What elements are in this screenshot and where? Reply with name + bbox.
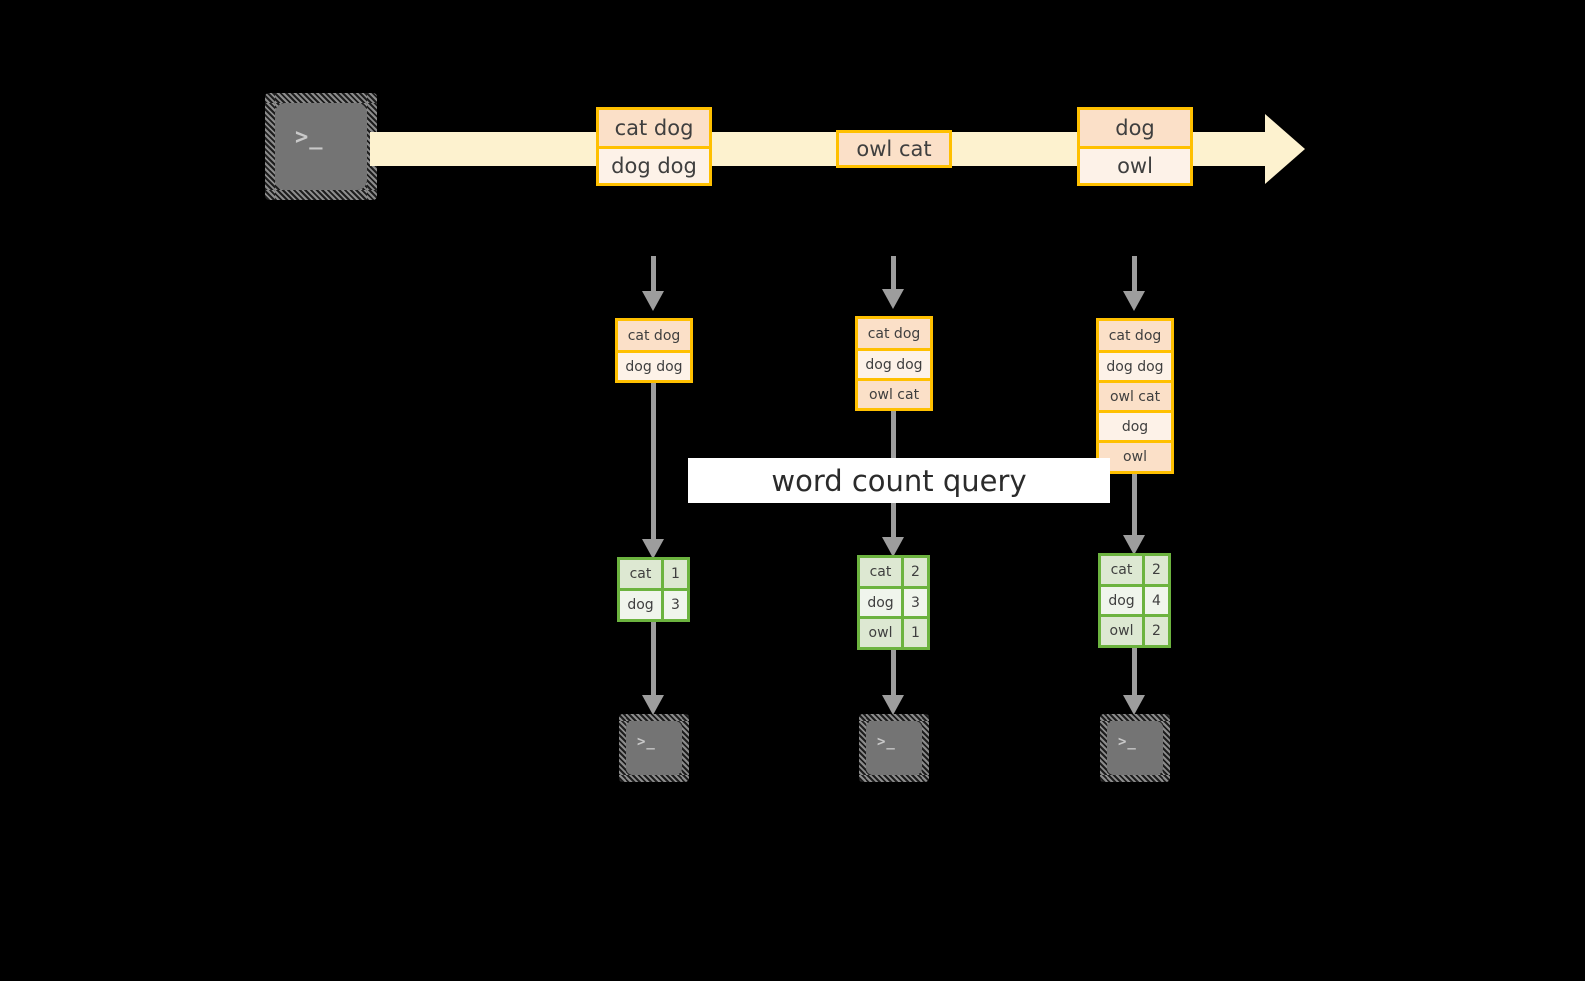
stage-1-result-count-0: 1	[664, 560, 687, 588]
stage-1-result-count-1: 3	[664, 591, 687, 619]
stream-batch-1-row-0: cat dog	[599, 110, 709, 146]
stream-batch-2-row-0: owl cat	[839, 133, 949, 165]
stage-1-accumulated-row-0: cat dog	[618, 321, 690, 350]
stage-2-result-word-1: dog	[860, 588, 904, 617]
stage-2-accumulated-row-1: dog dog	[858, 348, 930, 378]
stage-3-result-row-1: dog 4	[1101, 583, 1168, 615]
consumer-terminal-2[interactable]: >_	[859, 714, 929, 782]
stage-3-accumulated-row-2: owl cat	[1099, 380, 1171, 410]
producer-terminal[interactable]: >_	[265, 93, 377, 200]
stage-1-query-arrow-shaft	[651, 383, 656, 539]
stage-1-query-arrow-head	[642, 539, 664, 559]
stage-2-query-arrow-head	[882, 537, 904, 557]
terminal-screen	[275, 103, 367, 190]
stage-2-accumulated-row-0: cat dog	[858, 319, 930, 348]
stage-1-accumulated-messages[interactable]: cat dog dog dog	[615, 318, 693, 383]
stage-2-result-row-1: dog 3	[860, 585, 927, 617]
stage-2-accumulated-messages[interactable]: cat dog dog dog owl cat	[855, 316, 933, 411]
terminal-screen	[626, 721, 682, 775]
word-count-query-label-text: word count query	[771, 463, 1027, 498]
stage-2-sink-arrow-shaft	[891, 650, 896, 695]
stage-1-result-word-1: dog	[620, 591, 664, 619]
stream-batch-3[interactable]: dog owl	[1077, 107, 1193, 186]
stage-3-tap-arrow-shaft	[1132, 256, 1137, 291]
stage-1-accumulated-row-1: dog dog	[618, 350, 690, 380]
word-count-query-label: word count query	[688, 458, 1110, 503]
consumer-terminal-1[interactable]: >_	[619, 714, 689, 782]
stage-3-result-word-0: cat	[1101, 556, 1145, 584]
stage-3-result-table[interactable]: cat 2 dog 4 owl 2	[1098, 553, 1171, 648]
stage-1-result-table[interactable]: cat 1 dog 3	[617, 557, 690, 622]
stage-2-tap-arrow-shaft	[891, 256, 896, 289]
stage-3-result-word-1: dog	[1101, 586, 1145, 615]
stage-3-result-row-2: owl 2	[1101, 614, 1168, 646]
stage-1-tap-arrow-shaft	[651, 256, 656, 291]
stage-2-tap-arrow-head	[882, 289, 904, 309]
stage-3-sink-arrow-shaft	[1132, 648, 1137, 695]
stage-2-accumulated-row-2: owl cat	[858, 378, 930, 408]
terminal-screen	[866, 721, 922, 775]
stage-3-sink-arrow-head	[1123, 695, 1145, 715]
stage-3-result-count-2: 2	[1145, 617, 1168, 646]
stage-2-result-count-2: 1	[904, 619, 927, 648]
stage-2-result-row-0: cat 2	[860, 558, 927, 586]
terminal-prompt-glyph: >_	[1118, 734, 1137, 750]
stream-batch-3-row-1: owl	[1080, 146, 1190, 183]
stage-1-result-row-0: cat 1	[620, 560, 687, 588]
terminal-prompt-glyph: >_	[295, 125, 324, 150]
stream-batch-2[interactable]: owl cat	[836, 130, 952, 168]
stage-3-result-count-0: 2	[1145, 556, 1168, 584]
stage-1-sink-arrow-shaft	[651, 622, 656, 695]
stage-2-result-word-2: owl	[860, 619, 904, 648]
stream-batch-1[interactable]: cat dog dog dog	[596, 107, 712, 186]
stage-3-result-count-1: 4	[1145, 586, 1168, 615]
stage-3-accumulated-row-0: cat dog	[1099, 321, 1171, 350]
event-stream-arrowhead	[1265, 114, 1305, 184]
stage-1-sink-arrow-head	[642, 695, 664, 715]
stage-1-tap-arrow-head	[642, 291, 664, 311]
stream-batch-1-row-1: dog dog	[599, 146, 709, 183]
stream-batch-3-row-0: dog	[1080, 110, 1190, 146]
terminal-prompt-glyph: >_	[877, 734, 896, 750]
stage-3-accumulated-messages[interactable]: cat dog dog dog owl cat dog owl	[1096, 318, 1174, 474]
stage-3-query-arrow-head	[1123, 535, 1145, 555]
stage-3-result-word-2: owl	[1101, 617, 1145, 646]
stage-3-accumulated-row-3: dog	[1099, 410, 1171, 440]
stage-3-accumulated-row-1: dog dog	[1099, 350, 1171, 380]
terminal-screen	[1107, 721, 1163, 775]
stage-3-result-row-0: cat 2	[1101, 556, 1168, 584]
stage-2-sink-arrow-head	[882, 695, 904, 715]
stage-2-result-row-2: owl 1	[860, 616, 927, 648]
stage-2-result-count-0: 2	[904, 558, 927, 586]
stage-1-result-row-1: dog 3	[620, 588, 687, 619]
stage-2-result-count-1: 3	[904, 588, 927, 617]
stage-2-result-word-0: cat	[860, 558, 904, 586]
stage-2-result-table[interactable]: cat 2 dog 3 owl 1	[857, 555, 930, 650]
stage-3-tap-arrow-head	[1123, 291, 1145, 311]
stage-3-accumulated-row-4: owl	[1099, 440, 1171, 471]
stage-3-query-arrow-shaft	[1132, 474, 1137, 535]
terminal-prompt-glyph: >_	[637, 734, 656, 750]
stage-1-result-word-0: cat	[620, 560, 664, 588]
consumer-terminal-3[interactable]: >_	[1100, 714, 1170, 782]
